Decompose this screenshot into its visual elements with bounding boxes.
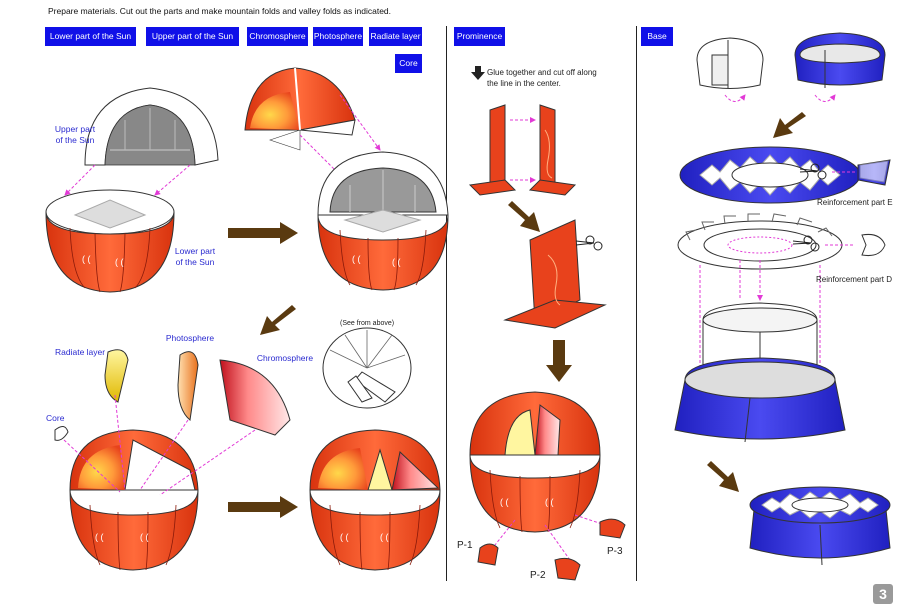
label-p2: P-2 [530, 570, 546, 581]
base-cylinder [702, 302, 818, 380]
base-ring-blue [794, 32, 886, 88]
svg-text:( (: ( ( [95, 532, 104, 542]
label-lower-part: Lower part of the Sun [174, 246, 216, 267]
label-p1: P-1 [457, 540, 473, 551]
label-photosphere: Photosphere [165, 333, 215, 343]
radiate-layer-piece [104, 349, 129, 403]
label-reinforcement-d: Reinforcement part D [816, 275, 893, 284]
sunburst-disk [679, 146, 861, 204]
sun-with-prominences: ( ( ( ( [469, 391, 601, 533]
svg-text:( (: ( ( [500, 497, 509, 507]
svg-text:( (: ( ( [82, 254, 91, 264]
prominence-p2 [554, 557, 581, 581]
label-glue-instruction: Glue together and cut off along the line… [487, 68, 597, 88]
scissors-icon-1 [575, 235, 603, 251]
tag-lower-sun: Lower part of the Sun [45, 27, 136, 46]
label-core: Core [46, 413, 65, 423]
tag-photosphere: Photosphere [313, 27, 363, 46]
svg-text:( (: ( ( [380, 532, 389, 542]
prominence-folded [503, 219, 607, 329]
arrow-brown-2 [260, 305, 296, 335]
label-p3: P-3 [607, 546, 623, 557]
arrow-brown-6 [773, 112, 806, 138]
upper-sun-cutaway [244, 67, 356, 151]
lower-part-piece: ( ( ( ( [45, 189, 175, 293]
prominence-p3 [599, 518, 626, 539]
label-chromosphere: Chromosphere [256, 353, 314, 363]
top-view-sphere [322, 327, 412, 409]
svg-text:( (: ( ( [115, 257, 124, 267]
assembled-base [749, 486, 891, 566]
photosphere-piece [177, 351, 199, 421]
gear-ring [677, 213, 843, 270]
sun-cutaway-assembly: ( ( ( ( [69, 429, 199, 571]
base-drum [674, 357, 846, 443]
core-piece [54, 426, 69, 441]
arrow-brown-4 [508, 201, 540, 232]
chromosphere-piece [219, 359, 291, 436]
scissors-icon-3 [792, 235, 820, 252]
down-arrow-icon [471, 66, 485, 80]
prominence-flat [468, 104, 577, 196]
arrow-brown-1 [228, 222, 298, 244]
tag-prominence: Prominence [454, 27, 505, 46]
assembled-sun-2: ( ( ( ( [309, 429, 441, 571]
label-see-from-above: (See from above) [340, 320, 395, 327]
page-number: 3 [873, 584, 893, 604]
arrow-brown-3 [228, 496, 298, 518]
tag-radiate-layer: Radiate layer [369, 27, 422, 46]
tag-upper-sun: Upper part of the Sun [146, 27, 239, 46]
reinforcement-d-piece [861, 234, 886, 256]
svg-text:( (: ( ( [340, 532, 349, 542]
upper-part-piece [84, 87, 219, 166]
label-upper-part: Upper part of the Sun [54, 124, 96, 145]
tag-chromosphere: Chromosphere [247, 27, 308, 46]
arrow-brown-5 [546, 340, 572, 382]
tag-base: Base [641, 27, 673, 46]
label-radiate-layer: Radiate layer [55, 347, 106, 357]
divider-left [446, 26, 447, 581]
assembled-sun-1: ( ( ( ( [317, 151, 449, 291]
base-ring-white [696, 37, 764, 89]
tag-core: Core [395, 54, 422, 73]
intro-text: Prepare materials. Cut out the parts and… [48, 6, 392, 16]
scissors-icon-2 [799, 163, 827, 180]
prominence-p1 [477, 543, 499, 566]
arrow-brown-7 [707, 461, 739, 492]
divider-right [636, 26, 637, 581]
svg-text:( (: ( ( [545, 497, 554, 507]
label-reinforcement-e: Reinforcement part E [817, 198, 893, 207]
svg-text:( (: ( ( [140, 532, 149, 542]
svg-text:( (: ( ( [352, 254, 361, 264]
svg-text:( (: ( ( [392, 257, 401, 267]
